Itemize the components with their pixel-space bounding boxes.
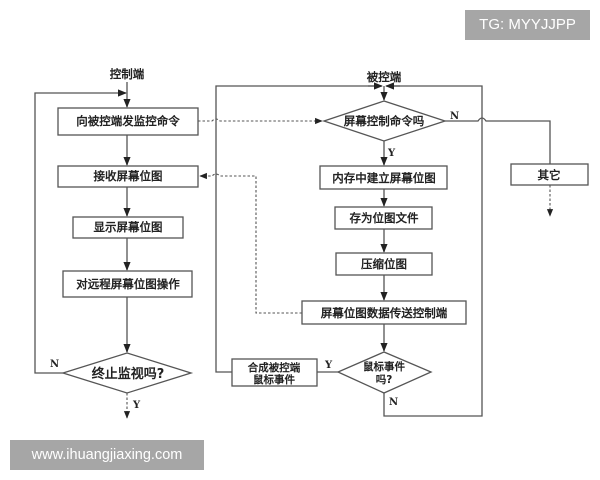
node-other xyxy=(510,163,589,186)
watermark-website: www.ihuangjiaxing.com xyxy=(10,440,204,470)
label-send-command: 向被控端发监控命令 xyxy=(76,114,180,128)
node-receive-bitmap xyxy=(57,165,199,188)
lane-label-controlled: 被控端 xyxy=(367,70,402,84)
flow-bitmap-to-controller xyxy=(199,172,302,314)
edge-mouse-no-loop xyxy=(383,85,483,417)
edge-cmd-decision-no xyxy=(445,117,551,164)
label-mouse-decision-line2: 吗? xyxy=(376,374,393,386)
node-synth-mouse xyxy=(231,358,318,387)
label-save-bitmap: 存为位图文件 xyxy=(350,211,419,225)
branch-stop-yes: Y xyxy=(132,400,141,411)
edge-stop-no-loop xyxy=(34,89,127,374)
node-save-bitmap xyxy=(334,206,433,230)
branch-stop-no: N xyxy=(50,359,59,370)
branch-cmd-yes: Y xyxy=(387,148,396,159)
watermark-telegram: TG: MYYJJPP xyxy=(465,10,590,40)
label-stop-decision: 终止监视吗? xyxy=(92,366,165,382)
branch-cmd-no: N xyxy=(450,111,459,122)
node-build-bitmap xyxy=(319,165,448,190)
node-display-bitmap xyxy=(72,216,184,239)
lane-label-controller: 控制端 xyxy=(110,67,145,81)
node-send-command xyxy=(57,107,199,136)
node-stop-decision xyxy=(60,352,194,394)
label-mouse-decision-line1: 鼠标事件 xyxy=(363,360,405,373)
node-screen-cmd-decision xyxy=(321,100,448,142)
node-compress-bitmap xyxy=(335,252,433,276)
flow-command-to-controlled xyxy=(198,117,323,125)
label-compress-bitmap: 压缩位图 xyxy=(361,257,407,271)
label-synth-mouse-line2: 鼠标事件 xyxy=(253,373,295,386)
node-operate-bitmap xyxy=(62,270,193,298)
node-transfer-bitmap xyxy=(301,300,467,325)
node-mouse-decision xyxy=(336,351,433,394)
label-transfer-bitmap: 屏幕位图数据传送控制端 xyxy=(321,306,448,320)
label-other: 其它 xyxy=(538,168,561,182)
label-build-bitmap: 内存中建立屏幕位图 xyxy=(332,171,436,185)
label-synth-mouse-line1: 合成被控端 xyxy=(247,361,301,374)
branch-mouse-no: N xyxy=(389,397,398,408)
label-operate-bitmap: 对远程屏幕位图操作 xyxy=(76,277,180,291)
label-receive-bitmap: 接收屏幕位图 xyxy=(94,169,163,183)
label-display-bitmap: 显示屏幕位图 xyxy=(94,220,163,234)
label-screen-cmd-decision: 屏幕控制命令吗 xyxy=(344,114,425,128)
edge-synth-loop xyxy=(215,85,374,373)
branch-mouse-yes: Y xyxy=(324,360,333,371)
